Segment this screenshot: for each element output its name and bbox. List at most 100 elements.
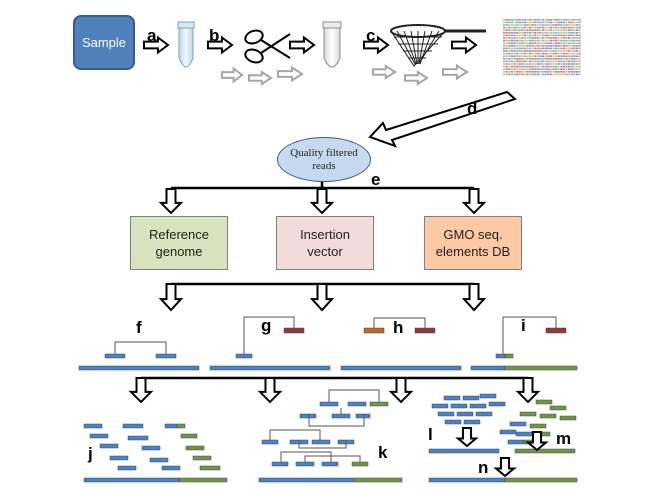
read-bar bbox=[261, 439, 279, 445]
sequence-read-glyph bbox=[547, 19, 550, 21]
sequence-read-glyph bbox=[516, 39, 519, 42]
sequence-read-glyph bbox=[542, 29, 545, 31]
sequence-read-glyph bbox=[552, 39, 555, 42]
read-bar bbox=[437, 411, 455, 417]
sequence-read-glyph bbox=[508, 24, 511, 26]
reference-bar bbox=[470, 365, 506, 371]
sequence-read-glyph bbox=[557, 58, 560, 60]
sequence-read-glyph bbox=[547, 42, 550, 44]
sequence-read-glyph bbox=[510, 73, 513, 76]
sequence-read-glyph bbox=[568, 73, 571, 76]
reference-bar bbox=[78, 365, 200, 371]
sequence-read-glyph bbox=[516, 68, 519, 70]
sequence-read-glyph bbox=[505, 58, 508, 60]
sequence-read-glyph bbox=[510, 29, 513, 31]
sequence-read-glyph bbox=[536, 65, 539, 68]
sequence-read-glyph bbox=[575, 29, 578, 31]
sequence-read-glyph bbox=[552, 32, 555, 34]
sequence-read-glyph bbox=[578, 47, 581, 50]
sequence-read-glyph bbox=[560, 24, 563, 26]
sequence-read-glyph bbox=[573, 65, 576, 68]
sequence-read-glyph bbox=[575, 45, 578, 47]
sequence-read-glyph bbox=[552, 65, 555, 68]
sequence-read-glyph bbox=[539, 21, 542, 24]
sequence-read-glyph bbox=[549, 55, 552, 57]
read-bar bbox=[161, 465, 181, 471]
pair-link bbox=[243, 316, 295, 354]
sequence-read-glyph bbox=[547, 29, 550, 31]
read-bar bbox=[479, 393, 497, 399]
tube-icon bbox=[322, 21, 342, 68]
sequence-read-glyph bbox=[536, 60, 539, 63]
sequence-read-glyph bbox=[529, 24, 532, 26]
sequence-read-glyph bbox=[575, 47, 578, 50]
sequence-read-glyph bbox=[503, 26, 506, 29]
down-arrow bbox=[461, 188, 487, 215]
sequence-read-glyph bbox=[505, 55, 508, 57]
sequence-read-glyph bbox=[578, 21, 581, 24]
sequence-read-glyph bbox=[508, 29, 511, 31]
read-bar bbox=[149, 457, 169, 463]
sequence-read-glyph bbox=[510, 32, 513, 34]
sequence-read-glyph bbox=[547, 47, 550, 50]
sequence-read-glyph bbox=[531, 65, 534, 68]
sequence-read-glyph bbox=[555, 60, 558, 63]
sequence-read-glyph bbox=[536, 39, 539, 42]
sequence-read-glyph bbox=[578, 68, 581, 70]
sequence-read-glyph bbox=[526, 42, 529, 44]
sequence-read-glyph bbox=[521, 19, 524, 21]
sequence-read-glyph bbox=[505, 63, 508, 65]
sequence-read-glyph bbox=[547, 63, 550, 65]
read-bar bbox=[235, 353, 253, 359]
reference-bar bbox=[258, 477, 355, 483]
read-bar bbox=[559, 415, 577, 421]
sequence-read-glyph bbox=[529, 21, 532, 24]
sequence-read-glyph bbox=[565, 26, 568, 29]
sequence-read-glyph bbox=[547, 68, 550, 70]
sequence-read-glyph bbox=[529, 26, 532, 29]
sequence-read-glyph bbox=[516, 55, 519, 57]
sequence-read-glyph bbox=[557, 42, 560, 44]
sequence-read-glyph bbox=[529, 55, 532, 57]
sequence-read-glyph bbox=[521, 63, 524, 65]
read-bar bbox=[515, 431, 533, 437]
gmo-bar bbox=[504, 365, 578, 371]
sequence-read-glyph bbox=[518, 34, 521, 37]
read-bar bbox=[450, 403, 468, 409]
sequence-read-glyph bbox=[542, 68, 545, 70]
sequence-read-glyph bbox=[513, 52, 516, 55]
sequence-read-glyph bbox=[575, 58, 578, 60]
sequence-read-glyph bbox=[562, 29, 565, 31]
sequence-read-glyph bbox=[542, 47, 545, 50]
arrow-m bbox=[525, 431, 549, 452]
sequence-read-glyph bbox=[505, 68, 508, 70]
sequence-read-glyph bbox=[568, 50, 571, 52]
down-arrow bbox=[309, 283, 335, 312]
sequence-read-glyph bbox=[549, 71, 552, 73]
sequence-read-glyph bbox=[513, 50, 516, 52]
read-bar bbox=[180, 433, 198, 439]
sequence-read-glyph bbox=[570, 37, 573, 39]
sequence-read-glyph bbox=[547, 24, 550, 26]
sequence-read-glyph bbox=[521, 29, 524, 31]
sequence-read-glyph bbox=[518, 58, 521, 60]
sequence-read-glyph bbox=[508, 34, 511, 37]
sequence-read-glyph bbox=[560, 47, 563, 50]
sequence-read-glyph bbox=[573, 34, 576, 37]
sequence-read-glyph bbox=[531, 63, 534, 65]
sequence-read-glyph bbox=[575, 65, 578, 68]
sequence-read-glyph bbox=[526, 21, 529, 24]
sequence-read-glyph bbox=[508, 21, 511, 24]
sequence-read-glyph bbox=[534, 42, 537, 44]
sequence-read-glyph bbox=[503, 42, 506, 44]
sequence-read-glyph bbox=[570, 21, 573, 24]
sequence-read-glyph bbox=[570, 73, 573, 76]
sequence-read-glyph bbox=[562, 19, 565, 21]
sequence-read-glyph bbox=[560, 45, 563, 47]
read-bar bbox=[321, 461, 339, 467]
step-label-f: f bbox=[136, 318, 142, 337]
sequence-read-glyph bbox=[523, 73, 526, 76]
sequence-read-glyph bbox=[531, 39, 534, 42]
sequence-read-glyph bbox=[503, 68, 506, 70]
sequence-read-glyph bbox=[523, 32, 526, 34]
